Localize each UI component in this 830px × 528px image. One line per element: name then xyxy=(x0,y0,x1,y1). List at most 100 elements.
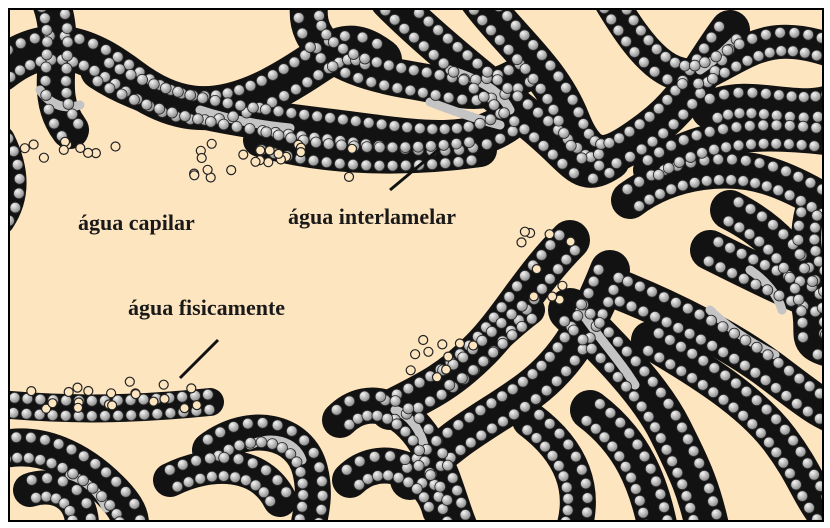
particle-601 xyxy=(751,342,762,353)
particle-229 xyxy=(389,14,400,25)
particle-797 xyxy=(281,487,292,498)
particle-403 xyxy=(714,175,725,186)
particle-94 xyxy=(141,99,152,110)
particle-580 xyxy=(614,296,625,307)
particle-384 xyxy=(810,91,821,102)
particle-53 xyxy=(313,70,324,81)
particle-698 xyxy=(802,458,813,469)
particle-673 xyxy=(665,359,676,370)
particle-660 xyxy=(796,306,807,317)
particle-372 xyxy=(733,87,744,98)
adsorbed-particle-2-13 xyxy=(27,387,36,396)
particle-702 xyxy=(815,481,824,492)
particle-143 xyxy=(463,121,474,132)
particle-301 xyxy=(604,138,615,149)
particle-716 xyxy=(607,441,618,452)
particle-214 xyxy=(443,92,454,103)
particle-268 xyxy=(593,149,604,160)
particle-352 xyxy=(722,45,733,56)
particle-70 xyxy=(42,37,53,48)
particle-587 xyxy=(671,297,682,308)
particle-563 xyxy=(655,433,666,444)
particle-5 xyxy=(25,60,36,71)
particle-560 xyxy=(670,410,681,421)
particle-12 xyxy=(74,34,85,45)
particle-358 xyxy=(761,29,772,40)
particle-821 xyxy=(447,473,458,484)
particle-443 xyxy=(771,138,782,149)
particle-455 xyxy=(545,240,556,251)
particle-756 xyxy=(234,440,245,451)
particle-332 xyxy=(628,15,639,26)
adsorbed-particle-2-17 xyxy=(131,390,140,399)
particle-551 xyxy=(612,372,623,383)
leader-physical xyxy=(180,340,218,378)
particle-409 xyxy=(750,178,761,189)
particle-858 xyxy=(57,463,68,474)
particle-556 xyxy=(656,387,667,398)
particle-92 xyxy=(129,94,140,105)
adsorbed-particle-2-2 xyxy=(73,383,82,392)
particle-846 xyxy=(442,495,453,506)
particle-838 xyxy=(400,454,411,465)
particle-175 xyxy=(413,141,424,152)
particle-312 xyxy=(668,119,679,130)
particle-591 xyxy=(694,309,705,320)
particle-251 xyxy=(499,108,510,119)
particle-518 xyxy=(509,409,520,420)
particle-246 xyxy=(492,75,503,86)
particle-216 xyxy=(457,94,468,105)
particle-397 xyxy=(677,180,688,191)
particle-705 xyxy=(804,502,815,513)
particle-282 xyxy=(520,64,531,75)
particle-100 xyxy=(180,111,191,122)
particle-40 xyxy=(234,85,245,96)
particle-832 xyxy=(354,456,365,467)
particle-90 xyxy=(116,89,127,100)
particle-309 xyxy=(644,111,655,122)
particle-805 xyxy=(375,391,386,402)
particle-681 xyxy=(708,387,719,398)
particle-610 xyxy=(781,391,792,402)
particle-574 xyxy=(708,496,719,507)
particle-298 xyxy=(576,153,587,164)
particle-700 xyxy=(809,469,820,480)
particle-672 xyxy=(676,341,687,352)
particle-799 xyxy=(331,405,342,416)
particle-448 xyxy=(811,122,822,133)
adsorbed-particle-0-10 xyxy=(207,139,216,148)
particle-368 xyxy=(704,93,715,104)
particle-441 xyxy=(758,138,769,149)
particle-562 xyxy=(677,422,688,433)
particle-467 xyxy=(496,302,507,313)
particle-543 xyxy=(577,334,588,345)
particle-91 xyxy=(137,74,148,85)
particle-807 xyxy=(390,396,401,407)
particle-49 xyxy=(291,84,302,95)
particle-758 xyxy=(245,438,256,449)
particle-75 xyxy=(61,76,72,87)
particle-692 xyxy=(780,424,791,435)
adsorbed-particle-2-1 xyxy=(107,389,116,398)
particle-719 xyxy=(639,451,650,462)
particle-164 xyxy=(334,158,345,169)
particle-272 xyxy=(477,15,488,26)
particle-588 xyxy=(661,317,672,328)
particle-520 xyxy=(498,416,509,427)
particle-891 xyxy=(35,394,46,405)
particle-550 xyxy=(630,356,641,367)
particle-423 xyxy=(653,170,664,181)
particle-561 xyxy=(650,422,661,433)
particle-827 xyxy=(460,509,471,520)
particle-745 xyxy=(582,493,593,504)
particle-436 xyxy=(731,122,742,133)
particle-757 xyxy=(242,418,253,429)
particle-641 xyxy=(745,204,756,215)
particle-548 xyxy=(621,346,632,357)
particle-230 xyxy=(414,10,425,18)
particle-291 xyxy=(573,107,584,118)
particle-508 xyxy=(561,366,572,377)
particle-417 xyxy=(795,196,806,207)
adsorbed-particle-4-3 xyxy=(419,336,428,345)
particle-739 xyxy=(571,451,582,462)
